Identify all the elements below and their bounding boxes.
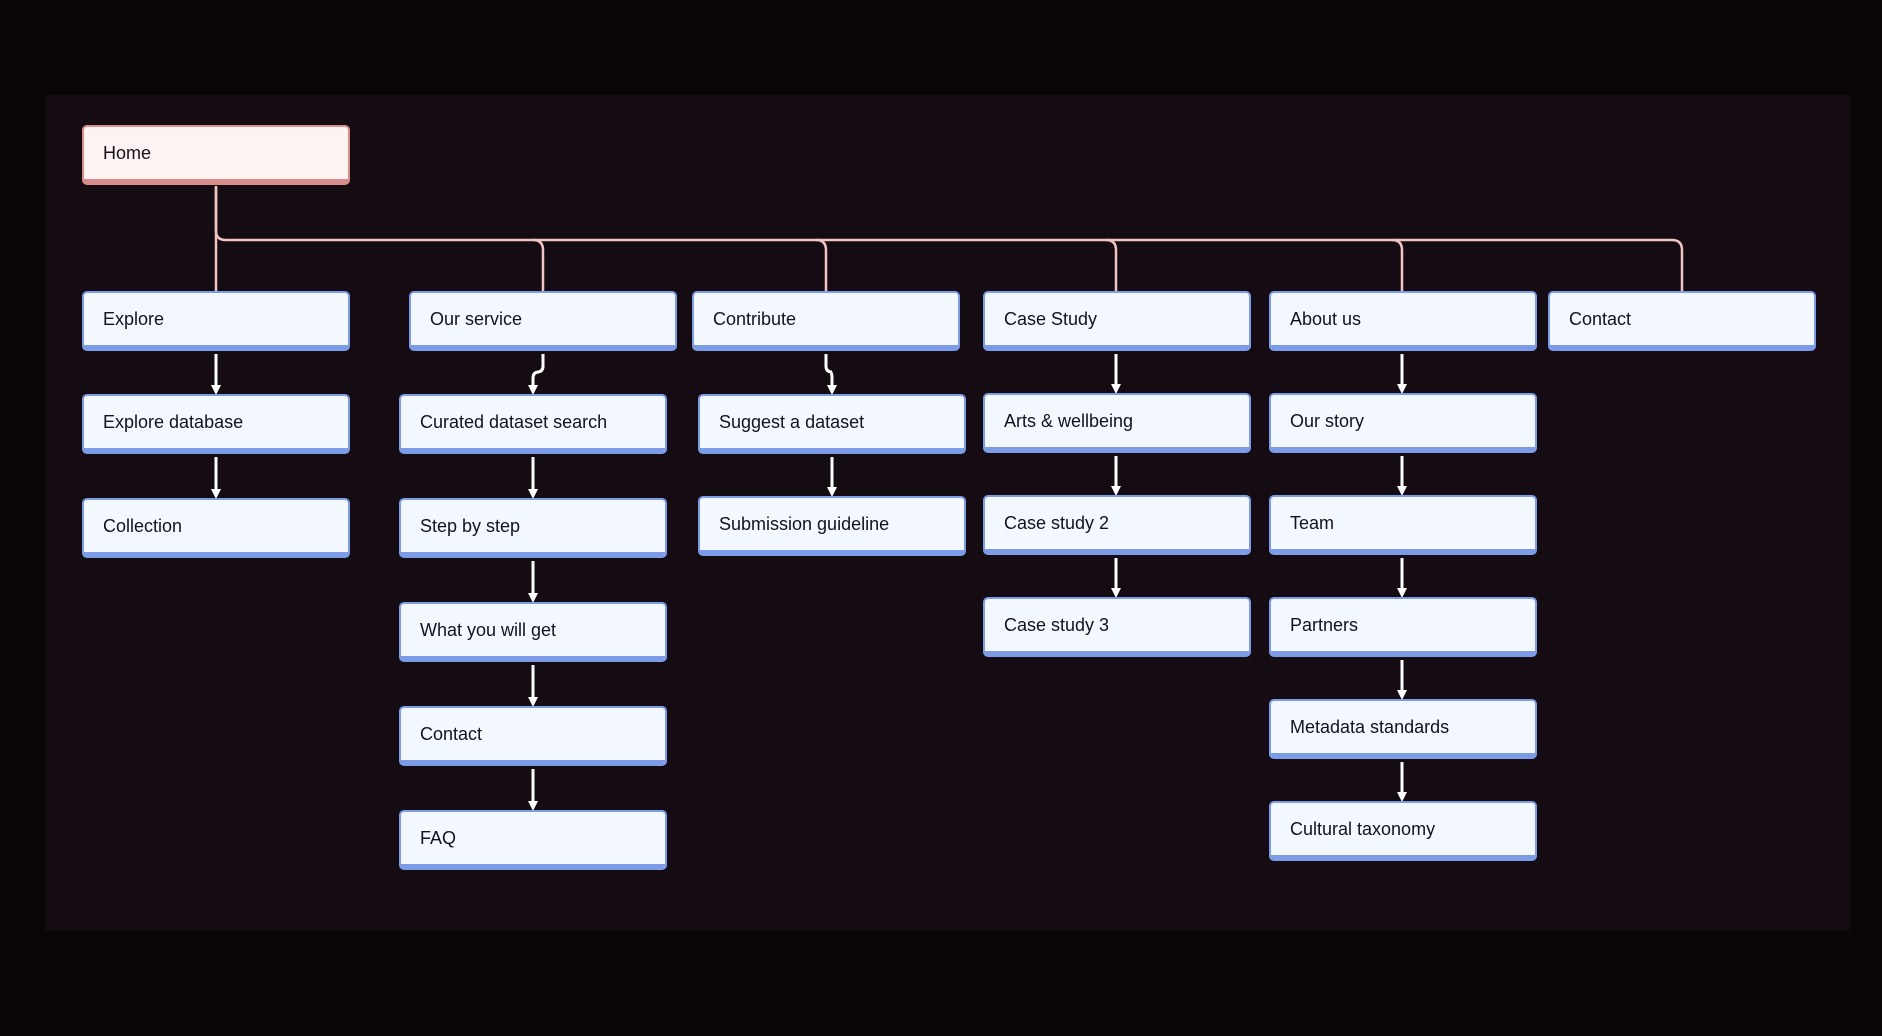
- what-you-will-get-node[interactable]: What you will get: [399, 602, 667, 662]
- explore-node[interactable]: Explore: [82, 291, 350, 351]
- case-study-3-node[interactable]: Case study 3: [983, 597, 1251, 657]
- cultural-taxonomy-node[interactable]: Cultural taxonomy: [1269, 801, 1537, 861]
- our-story-node[interactable]: Our story: [1269, 393, 1537, 453]
- contact-node[interactable]: Contact: [1548, 291, 1816, 351]
- about-us-node[interactable]: About us: [1269, 291, 1537, 351]
- metadata-standards-node[interactable]: Metadata standards: [1269, 699, 1537, 759]
- collection-node[interactable]: Collection: [82, 498, 350, 558]
- service-contact-node[interactable]: Contact: [399, 706, 667, 766]
- case-study-2-node[interactable]: Case study 2: [983, 495, 1251, 555]
- submission-guideline-node[interactable]: Submission guideline: [698, 496, 966, 556]
- suggest-a-dataset-node[interactable]: Suggest a dataset: [698, 394, 966, 454]
- faq-node[interactable]: FAQ: [399, 810, 667, 870]
- partners-node[interactable]: Partners: [1269, 597, 1537, 657]
- our-service-node[interactable]: Our service: [409, 291, 677, 351]
- case-study-node[interactable]: Case Study: [983, 291, 1251, 351]
- home-node[interactable]: Home: [82, 125, 350, 185]
- explore-database-node[interactable]: Explore database: [82, 394, 350, 454]
- team-node[interactable]: Team: [1269, 495, 1537, 555]
- arts-wellbeing-node[interactable]: Arts & wellbeing: [983, 393, 1251, 453]
- contribute-node[interactable]: Contribute: [692, 291, 960, 351]
- step-by-step-node[interactable]: Step by step: [399, 498, 667, 558]
- curated-dataset-search-node[interactable]: Curated dataset search: [399, 394, 667, 454]
